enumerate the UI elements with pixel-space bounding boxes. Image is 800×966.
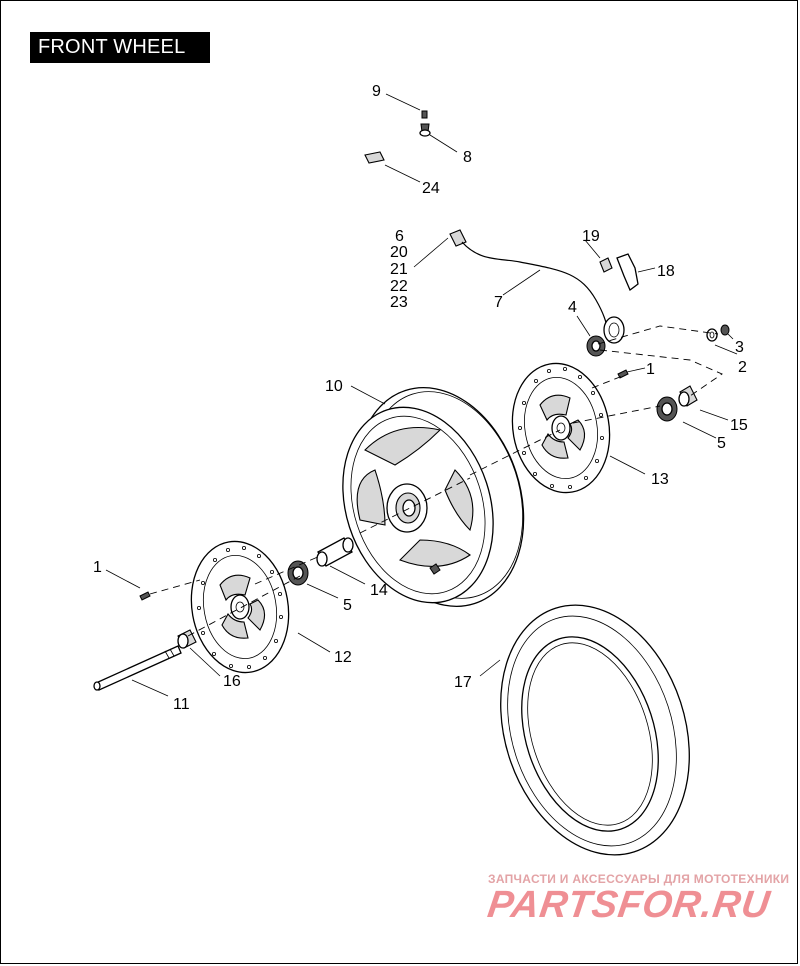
callout-9: 9 xyxy=(372,83,381,100)
brake-disc-right xyxy=(511,362,611,494)
spacer-sleeve xyxy=(316,537,354,567)
callout-17: 17 xyxy=(454,674,472,691)
callout-6: 6 xyxy=(395,228,404,245)
assembly-lines xyxy=(149,325,723,637)
callout-2: 2 xyxy=(738,359,747,376)
callout-5-left: 5 xyxy=(343,597,352,614)
spacer-right xyxy=(678,385,698,407)
callout-1-left: 1 xyxy=(93,559,102,576)
page-title: FRONT WHEEL xyxy=(30,32,210,63)
valve-cap xyxy=(421,110,428,119)
callout-7: 7 xyxy=(494,294,503,311)
callout-21: 21 xyxy=(390,261,408,278)
callout-13: 13 xyxy=(651,471,669,488)
callout-22: 22 xyxy=(390,278,408,295)
wheel-bearing-right xyxy=(656,396,678,422)
axle xyxy=(93,645,182,691)
callout-labels: 9 8 24 6 20 21 22 23 7 19 18 4 3 2 1 15 … xyxy=(93,83,748,713)
callout-19: 19 xyxy=(582,228,600,245)
callout-23: 23 xyxy=(390,294,408,311)
callout-3: 3 xyxy=(735,339,744,356)
callout-8: 8 xyxy=(463,149,472,166)
callout-11: 11 xyxy=(173,696,190,713)
callout-24: 24 xyxy=(422,180,440,197)
callout-20: 20 xyxy=(390,244,408,261)
brake-disc-left xyxy=(190,540,290,674)
callout-12: 12 xyxy=(334,649,352,666)
sensor-bearing xyxy=(586,335,606,357)
wheel-bearing-left xyxy=(287,560,309,586)
leader-lines xyxy=(105,93,738,697)
valve-stem xyxy=(419,123,431,137)
callout-4: 4 xyxy=(568,299,577,316)
callout-1-right: 1 xyxy=(646,361,655,378)
callout-5-right: 5 xyxy=(717,435,726,452)
cable-clip xyxy=(599,257,613,273)
wheel-rim xyxy=(342,387,525,607)
watermark-tagline: ЗАПЧАСТИ И АКСЕССУАРЫ ДЛЯ МОТОТЕХНИКИ xyxy=(488,872,790,886)
wheel-speed-sensor xyxy=(449,229,625,344)
watermark-logo: PARTSFOR.RU xyxy=(485,884,773,926)
sensor-bracket xyxy=(616,253,639,292)
callout-10: 10 xyxy=(325,378,343,395)
callout-14: 14 xyxy=(370,582,388,599)
callout-16: 16 xyxy=(223,673,241,690)
wheel-weight xyxy=(364,151,385,164)
callout-15: 15 xyxy=(730,417,748,434)
tire xyxy=(500,604,690,856)
washer-and-nut xyxy=(706,324,730,342)
callout-18: 18 xyxy=(657,263,675,280)
disc-screws xyxy=(139,369,629,601)
